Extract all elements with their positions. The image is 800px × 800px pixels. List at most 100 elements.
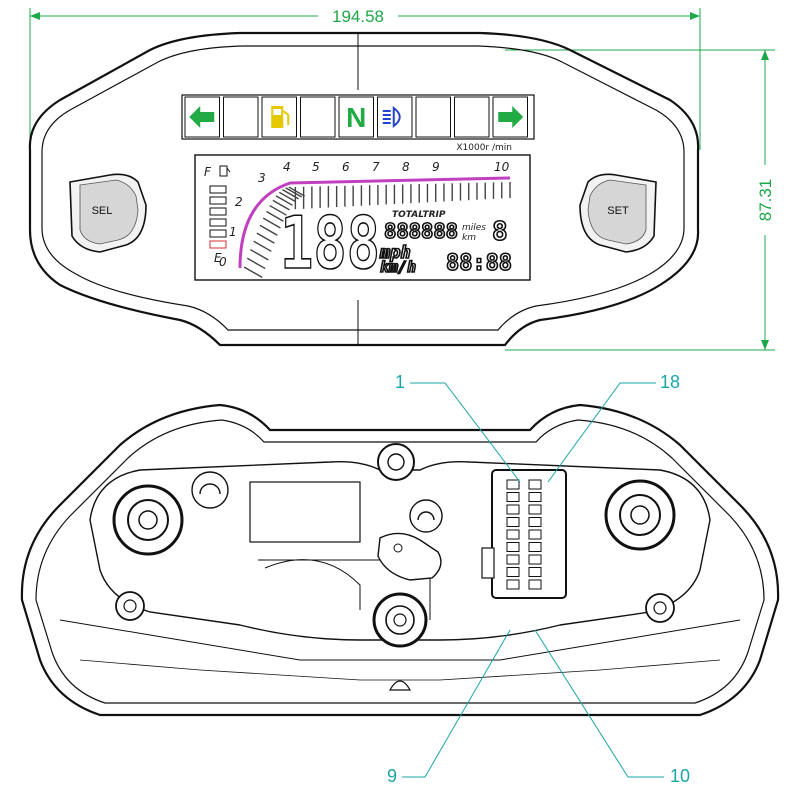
connector-pin bbox=[506, 579, 520, 590]
left-mount-boss bbox=[112, 484, 184, 556]
callout-18: 18 bbox=[547, 372, 680, 483]
connector-pin bbox=[528, 529, 542, 540]
corner-screw-left bbox=[115, 591, 145, 621]
indicator-high-beam bbox=[377, 96, 413, 138]
svg-text:10: 10 bbox=[670, 766, 690, 786]
fuel-bar bbox=[209, 218, 227, 227]
set-button-label: SET bbox=[607, 205, 629, 217]
indicator-right-turn bbox=[492, 96, 528, 138]
speed-unit-kmh: km/h bbox=[380, 258, 416, 276]
rpm-segment bbox=[272, 199, 290, 211]
svg-text:18: 18 bbox=[660, 372, 680, 392]
connector-pin bbox=[528, 504, 542, 515]
connector-pin bbox=[528, 542, 542, 552]
gear-scale-label: 0 bbox=[219, 255, 227, 269]
logo-mark-icon bbox=[388, 680, 412, 691]
rpm-segment bbox=[266, 210, 284, 222]
connector-pin bbox=[506, 529, 520, 540]
connector-pin bbox=[528, 567, 542, 577]
svg-text:1: 1 bbox=[395, 372, 405, 392]
connector-pin bbox=[528, 479, 542, 490]
height-dimension: 87.31 bbox=[505, 49, 776, 351]
indicator-blank-2 bbox=[300, 96, 336, 138]
rear-view bbox=[20, 403, 780, 717]
fuel-pump-icon bbox=[219, 165, 231, 177]
callouts: 1 18 9 10 bbox=[387, 372, 690, 786]
indicator-blank-1 bbox=[223, 96, 259, 138]
fuel-bar bbox=[209, 240, 227, 249]
odometer-unit-miles: miles bbox=[462, 223, 486, 233]
rpm-tick-label: 8 bbox=[402, 160, 410, 174]
rpm-segment bbox=[275, 195, 293, 206]
high-beam-icon bbox=[382, 105, 401, 129]
connector-pin bbox=[528, 554, 542, 565]
connector-pin bbox=[506, 492, 520, 502]
connector-pin bbox=[506, 517, 520, 527]
connector-pin bbox=[528, 579, 542, 590]
trip-label: TOTALTRIP bbox=[392, 210, 446, 220]
front-view: N SEL SET X1000r /min F bbox=[28, 31, 700, 347]
corner-screw-right bbox=[645, 593, 675, 623]
gear-scale-label: 1 bbox=[229, 225, 237, 239]
width-dimension: 194.58 bbox=[29, 6, 701, 150]
height-dimension-label: 87.31 bbox=[756, 179, 775, 222]
speed-digits: 188 bbox=[280, 201, 380, 285]
fuel-bar bbox=[209, 207, 227, 216]
indicator-blank-4 bbox=[454, 96, 490, 138]
gear-scale-label: 2 bbox=[235, 195, 243, 209]
fuel-empty-label: E bbox=[214, 251, 222, 265]
rpm-segment bbox=[243, 266, 263, 279]
rpm-segment bbox=[269, 204, 287, 216]
rpm-tick-label: 7 bbox=[372, 160, 380, 174]
rpm-tick-label: 5 bbox=[312, 160, 320, 174]
odometer-unit-km: km bbox=[462, 233, 476, 243]
indicator-strip: N bbox=[181, 94, 535, 140]
indicator-blank-3 bbox=[415, 96, 451, 138]
sel-button[interactable]: SEL bbox=[69, 173, 147, 253]
rpm-segment bbox=[246, 257, 266, 270]
rpm-segment bbox=[262, 217, 281, 229]
rpm-segment bbox=[285, 187, 303, 198]
speed-unit-mph: mph bbox=[379, 243, 411, 263]
bottom-mount-boss bbox=[372, 592, 428, 648]
connector-pin bbox=[528, 517, 542, 527]
clock-digits: 88:88 bbox=[446, 251, 512, 276]
rpm-tick-label: 6 bbox=[342, 160, 350, 174]
rpm-segment bbox=[259, 224, 278, 236]
right-mount-boss bbox=[604, 479, 676, 551]
arrow-right-icon bbox=[498, 106, 524, 128]
connector-pin bbox=[506, 554, 520, 565]
svg-text:9: 9 bbox=[387, 766, 397, 786]
light-socket-center bbox=[409, 499, 443, 533]
neutral-icon: N bbox=[346, 102, 366, 133]
rpm-segment bbox=[250, 249, 269, 261]
connector-pin bbox=[506, 479, 520, 490]
rpm-unit-label: X1000r /min bbox=[456, 143, 512, 153]
rpm-tick-label: 9 bbox=[432, 160, 440, 174]
width-dimension-label: 194.58 bbox=[332, 7, 384, 26]
callout-1: 1 bbox=[395, 372, 521, 483]
fuel-bar bbox=[209, 196, 227, 205]
odometer-digits: 888888 bbox=[384, 219, 458, 243]
callout-10: 10 bbox=[534, 629, 690, 786]
indicator-neutral: N bbox=[338, 96, 374, 138]
label-recess bbox=[249, 481, 361, 543]
arrow-left-icon bbox=[189, 106, 215, 128]
fuel-full-label: F bbox=[204, 165, 212, 179]
rpm-segment bbox=[278, 191, 296, 203]
wire-connector bbox=[481, 469, 567, 599]
sel-button-label: SEL bbox=[92, 205, 113, 217]
rpm-segment bbox=[253, 240, 272, 252]
rpm-tick-label: 10 bbox=[494, 160, 510, 174]
fuel-pump-icon bbox=[271, 106, 290, 128]
rpm-segment bbox=[256, 232, 275, 244]
cable-grommet bbox=[377, 532, 442, 581]
connector-pin bbox=[506, 504, 520, 515]
set-button[interactable]: SET bbox=[579, 173, 657, 253]
fuel-bar bbox=[209, 229, 227, 238]
connector-pin bbox=[506, 567, 520, 577]
top-screw-boss bbox=[377, 443, 415, 481]
